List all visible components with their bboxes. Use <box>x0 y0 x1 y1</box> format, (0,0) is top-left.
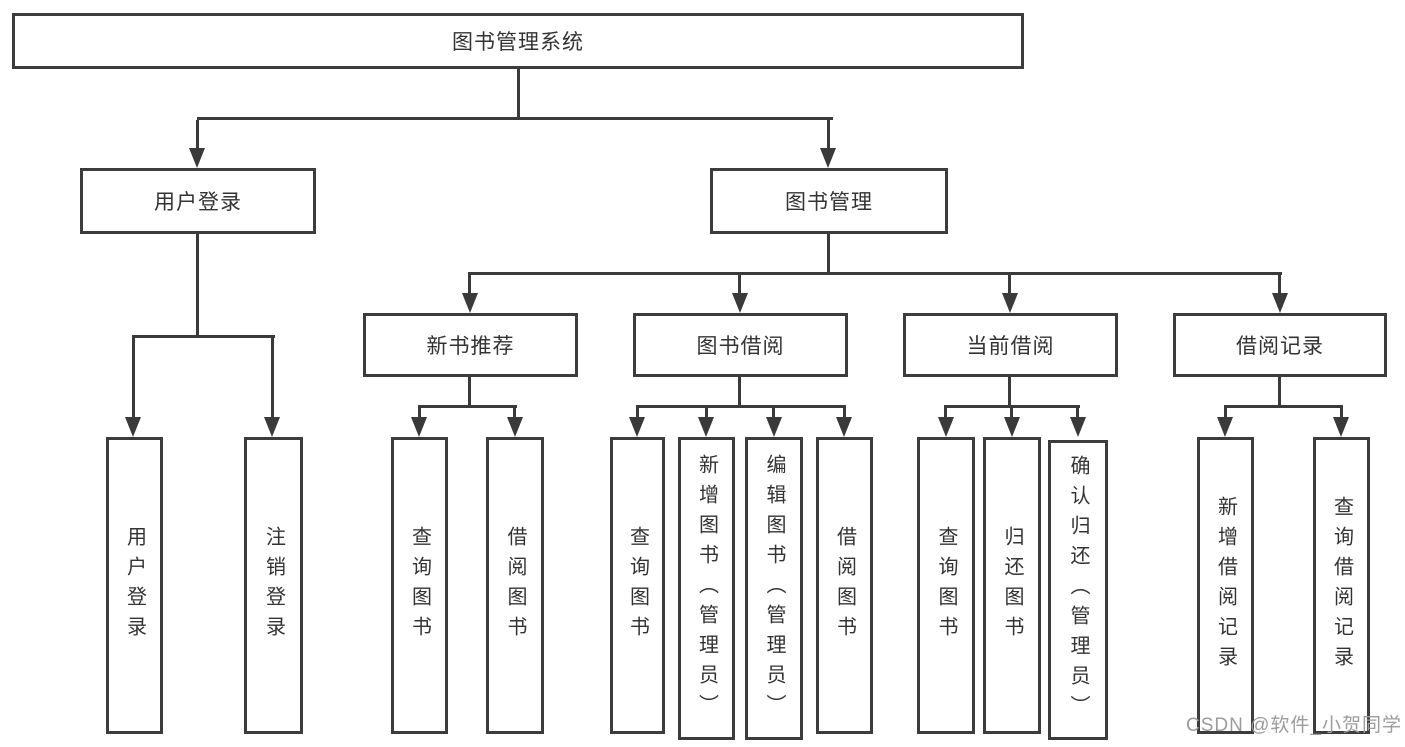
arrowhead-leaf <box>125 417 141 437</box>
connector-leaf-drop <box>1076 408 1079 419</box>
arrowhead-level3 <box>462 293 478 313</box>
node-book-borrow: 图书借阅 <box>633 313 848 377</box>
node-root-label: 图书管理系统 <box>452 31 584 54</box>
connector-group-stem <box>1008 377 1011 407</box>
connector-leaf-drop <box>705 408 708 419</box>
arrowhead-user-login <box>189 148 205 168</box>
connector-group-stem <box>1278 377 1281 407</box>
arrowhead-leaf <box>698 417 714 437</box>
connector-group-rail <box>1224 405 1343 408</box>
leaf-user-login-label: 用户登录 <box>123 525 146 646</box>
leaf-user-login: 用户登录 <box>106 437 163 734</box>
leaf-add-borrow-record: 新增借阅记录 <box>1197 437 1254 734</box>
node-borrow-record: 借阅记录 <box>1173 313 1387 377</box>
connector-level1-rail <box>197 117 833 120</box>
connector-user-login-rail <box>132 335 275 338</box>
leaf-search-borrow-record: 查询借阅记录 <box>1313 437 1370 734</box>
leaf-return-books: 归还图书 <box>983 437 1041 734</box>
connector-leaf-drop <box>418 408 421 419</box>
node-new-book-recommend-label: 新书推荐 <box>426 335 515 358</box>
connector-root-stem <box>517 69 520 120</box>
leaf-search-books-recommend: 查询图书 <box>391 437 448 734</box>
connector-level3-drop <box>1008 275 1011 295</box>
leaf-search-books-current: 查询图书 <box>917 437 975 734</box>
connector-level3-drop <box>1278 275 1281 295</box>
node-book-management-label: 图书管理 <box>785 191 873 214</box>
connector-book-mgmt-stem <box>827 234 830 275</box>
connector-level2-rail <box>468 272 1282 275</box>
leaf-logout-login: 注销登录 <box>244 437 303 734</box>
connector-leaf-drop <box>843 408 846 419</box>
arrowhead-leaf <box>507 417 523 437</box>
arrowhead-level3 <box>1272 293 1288 313</box>
arrowhead-leaf <box>1004 417 1020 437</box>
leaf-search-books-current-label: 查询图书 <box>935 525 957 646</box>
node-new-book-recommend: 新书推荐 <box>363 313 578 377</box>
node-current-borrow-label: 当前借阅 <box>966 335 1055 358</box>
connector-leaf-drop <box>944 408 947 419</box>
connector-leaf-drop <box>772 408 775 419</box>
connector-level3-drop <box>468 275 471 295</box>
connector-user-login-stem <box>196 234 199 337</box>
arrowhead-leaf <box>264 417 280 437</box>
connector-leaf-drop <box>1010 408 1013 419</box>
arrowhead-leaf <box>1217 417 1233 437</box>
node-book-borrow-label: 图书借阅 <box>696 335 785 358</box>
node-user-login: 用户登录 <box>80 168 316 234</box>
connector-leaf-drop <box>132 338 135 418</box>
node-user-login-label: 用户登录 <box>154 191 242 214</box>
connector-book-mgmt-drop <box>827 120 830 150</box>
leaf-add-borrow-record-label: 新增借阅记录 <box>1214 495 1237 676</box>
leaf-borrow-books-recommend-label: 借阅图书 <box>504 525 526 646</box>
leaf-search-books-borrow: 查询图书 <box>610 437 665 734</box>
leaf-edit-books-admin: 编辑图书（管理员） <box>745 437 803 740</box>
connector-user-login-drop <box>196 120 199 150</box>
leaf-add-books-admin-label: 新增图书（管理员） <box>695 453 718 724</box>
leaf-edit-books-admin-label: 编辑图书（管理员） <box>763 453 785 724</box>
connector-leaf-drop <box>636 408 639 419</box>
node-root-system: 图书管理系统 <box>12 13 1024 69</box>
leaf-confirm-return-admin: 确认归还（管理员） <box>1048 440 1108 740</box>
leaf-search-borrow-record-label: 查询借阅记录 <box>1330 495 1353 676</box>
connector-group-rail <box>944 405 1080 408</box>
connector-leaf-drop <box>271 338 274 418</box>
connector-leaf-drop <box>1224 408 1227 419</box>
connector-level3-drop <box>738 275 741 295</box>
arrowhead-book-mgmt <box>820 148 836 168</box>
leaf-logout-login-label: 注销登录 <box>262 525 285 646</box>
connector-group-stem <box>738 377 741 407</box>
arrowhead-leaf <box>938 417 954 437</box>
leaf-borrow-books: 借阅图书 <box>816 437 873 734</box>
connector-group-rail <box>418 405 517 408</box>
arrowhead-leaf <box>766 417 782 437</box>
arrowhead-level3 <box>732 293 748 313</box>
arrowhead-level3 <box>1002 293 1018 313</box>
leaf-borrow-books-label: 借阅图书 <box>833 525 856 646</box>
connector-leaf-drop <box>513 408 516 419</box>
leaf-borrow-books-recommend: 借阅图书 <box>486 437 544 734</box>
arrowhead-leaf <box>836 417 852 437</box>
node-current-borrow: 当前借阅 <box>903 313 1118 377</box>
connector-group-rail <box>636 405 846 408</box>
leaf-confirm-return-admin-label: 确认归还（管理员） <box>1067 455 1089 725</box>
leaf-search-books-recommend-label: 查询图书 <box>408 525 431 646</box>
arrowhead-leaf <box>1070 417 1086 437</box>
leaf-return-books-label: 归还图书 <box>1001 525 1023 646</box>
node-borrow-record-label: 借阅记录 <box>1236 335 1324 358</box>
arrowhead-leaf <box>1333 417 1349 437</box>
arrowhead-leaf <box>629 417 645 437</box>
leaf-add-books-admin: 新增图书（管理员） <box>678 437 735 740</box>
connector-group-stem <box>468 377 471 407</box>
arrowhead-leaf <box>411 417 427 437</box>
connector-leaf-drop <box>1340 408 1343 419</box>
leaf-search-books-borrow-label: 查询图书 <box>626 525 649 646</box>
csdn-watermark: CSDN @软件_小贺同学 <box>1186 715 1402 736</box>
node-book-management: 图书管理 <box>710 168 948 234</box>
